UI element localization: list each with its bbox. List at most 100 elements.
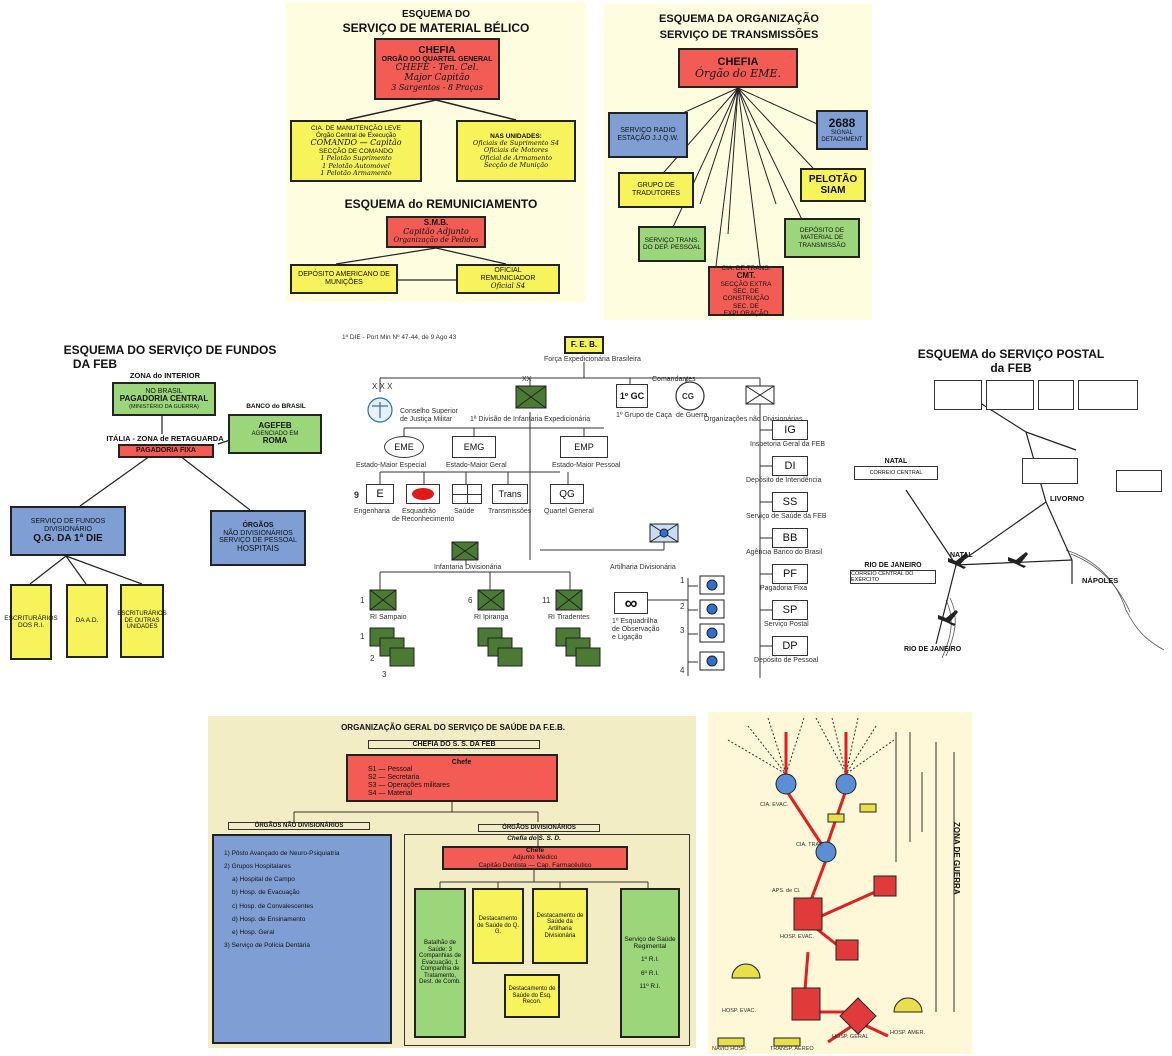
pagadoria-line-3: (MINISTÉRIO DA GUERRA) [129,404,199,411]
postal-title-2: da FEB [990,361,1032,375]
navio-hosp-label: NAVIO HOSP. [712,1046,747,1052]
esquadrao-label: Esquadrão [402,508,436,515]
csjm-label-2: de Justiça Militar [400,416,453,423]
dest-esq-box: Destacamento de Saúde do Esq. Recon. [504,974,560,1018]
emg-label: Estado-Maior Geral [446,462,507,469]
material-belico-connectors [335,99,517,281]
die-label: 1ª Divisão de Infantaria Expedicionária [470,416,591,423]
qg-label: Quartel General [544,508,594,515]
a4-label: 4 [680,666,685,675]
saude-s1: S1 — Pessoal [368,766,413,774]
nao-div-label: ÓRGÃOS NÃO DIVISIONÁRIOS [228,822,370,831]
signal-number: 2688 [828,115,856,130]
saude-chefia-box: Chefe S1 — Pessoal S2 — Secretaria S3 — … [346,754,558,802]
ssd-capitao: Capitão Dentista — Cap. Farmacêutico [478,861,592,869]
cia-evac-label: CIA. EVAC. [760,802,789,808]
blue-l8: 3) Serviço de Polícia Dentária [224,941,310,949]
bb-box: BB [772,528,808,548]
eme-label: Estado-Maior Especial [356,462,427,469]
blue-l7: e) Hosp. Geral [232,928,275,936]
engenharia-label: Engenharia [354,508,390,515]
cia-line-3: COMANDO — Capitão [310,138,402,148]
natal-box: CORREIO CENTRAL [854,466,938,480]
remuniciador-line-1: OFICIAL [494,267,522,275]
cia-trans-line-1: CIA. DE TRANS. [721,265,771,273]
pagadoria-central-box: NO BRASIL PAGADORIA CENTRAL (MINISTÉRIO … [112,382,216,416]
blue-l4: b) Hosp. de Evacuação [232,889,300,897]
ss-box: SS [772,492,808,512]
blue-l1: 1) Pôsto Avançado de Neuro-Psiquiatria [224,850,340,857]
recon-label: de Reconhecimento [392,516,455,523]
deposito-transmissao-box: DEPÓSITO DE MATERIAL DE TRANSMISSÃO [784,218,860,258]
ig-label: Inspetoria Geral da FEB [750,441,826,448]
saude-title: ORGANIZAÇÃO GERAL DO SERVIÇO DE SAÚDE DA… [341,723,565,732]
escriturarios-ad-box: DA A.D. [66,584,108,658]
servico-line-3: Q.G. DA 1ª DIE [33,533,103,545]
regimental-l4: 11º R.I. [639,982,661,990]
escriturarios-ri-box: ESCRITURÁRIOS DOS R.I. [4,584,58,660]
di-box: DI [772,456,808,476]
infantaria-divisionaria-label: Infantaria Divisionária [434,564,502,571]
orgaos-line-4: HOSPITAIS [236,544,280,554]
transmissoes-connectors [649,87,827,267]
chefia-label: CHEFIA [418,45,456,57]
artilharia-divisionaria-label: Artilharia Divisionária [610,564,676,571]
cia-line-4: SECÇÃO DE COMANDO [318,148,394,156]
gc1-label: 1º Grupo de Caça [616,412,672,419]
chefia-line-5: 3 Sargentos - 8 Praças [391,82,483,92]
gc1-box: 1º GC [616,384,648,408]
pelotao-siam-box: PELOTÃO SIAM [800,168,866,202]
material-belico-chefia-box: CHEFIA ORGÃO DO QUARTEL GENERAL CHEFE - … [374,38,500,100]
cg-circle-icon [675,381,705,411]
chefia-ss-label: CHEFIA DO S. S. DA FEB [368,740,540,750]
ssd-chefe: Chefe [525,847,545,855]
transmissoes-label: Transmissões [488,508,532,515]
hosp-evac-1-label: HOSP. EVAC. [780,934,815,940]
unidades-line-3: Oficiais de Motores [483,146,549,155]
unidades-line-2: Oficiais de Suprimento S4 [472,139,560,148]
unidades-line-1: NAS UNIDADES: [490,133,542,141]
panel-feb-org-chart: 1ª DIE - Port Min Nº 47-44, de 9 Ago 43 … [340,332,830,688]
nine-label: 9 [354,490,360,500]
deposito-americano-box: DEPÓSITO AMERICANO DE MUNIÇÕES [290,264,398,294]
saude-s3: S3 — Operações militares [368,781,450,789]
dashed-lines [727,717,895,775]
napoles-label: NÁPOLES [1082,576,1119,585]
esquadrao-box [406,484,440,504]
feb-header: 1ª DIE - Port Min Nº 47-44, de 9 Ago 43 [342,334,457,341]
ri-sampaio-icon [369,589,397,611]
cia-manutencao-box: CIA. DE MANUTENÇÃO LEVE Órgão Central de… [290,120,422,182]
die-division-icon [515,385,547,409]
saude-chefe: Chefe [451,758,472,766]
eme-box: EME [384,436,424,458]
bb-label: Agência Banco do Brasil [746,549,823,556]
postal-box-1 [934,380,982,410]
n11-label: 11 [542,596,551,605]
cg-label: de Guerra [676,412,708,419]
livorno-label: LIVORNO [1050,494,1085,503]
fundos-title-1: ESQUEMA DO SERVIÇO DE FUNDOS [63,343,277,357]
regimental-l3: 6º R.I. [641,969,659,977]
panel-servico-postal: ESQUEMA do SERVIÇO POSTAL da FEB NATAL C… [846,340,1170,670]
s3-label: 3 [382,670,387,679]
agefeb-line-3: ROMA [262,436,288,446]
feb-full-label: Força Expedicionária Brasileira [544,356,641,363]
signal-label: SIGNAL DETACHMENT [821,130,863,143]
regimental-l2: 1º R.I. [641,956,659,964]
dest-artilharia-box: Destacamento de Saúde da Artilharia Divi… [532,888,588,964]
evacuation-diagram [717,717,955,1047]
cia-trans-line-3: SECÇÃO EXTRA [720,281,772,289]
material-belico-title-2: SERVIÇO DE MATERIAL BÉLICO [342,21,530,35]
zona-interior-label: ZONA do INTERIOR [129,371,201,380]
panel-servico-saude: ORGANIZAÇÃO GERAL DO SERVIÇO DE SAÚDE DA… [208,716,696,1048]
obs-label-2: de Observação [612,626,660,633]
ri-tiradentes-icon [555,589,583,611]
remuniciador-line-3: Oficial S4 [490,281,526,290]
cia-trans-line-4: SEC. DE CONSTRUÇÃO [722,288,770,303]
fundos-title-2: DA FEB [72,357,118,371]
servico-trans-box: SERVIÇO TRANS. DO DEP. PESSOAL [638,226,706,262]
natal-label: NATAL [884,458,908,465]
hospital-blocks [791,875,897,1035]
postal-box-3 [1038,380,1074,410]
saude-s4: S4 — Material [368,789,413,797]
